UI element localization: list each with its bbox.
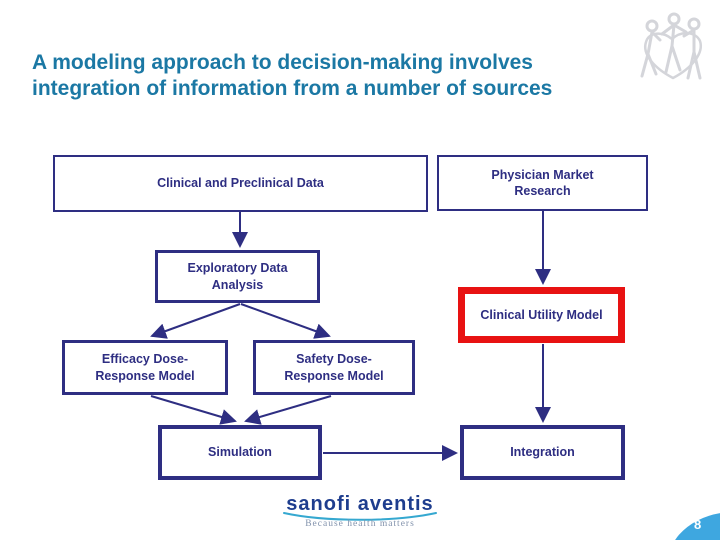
node-simulation: Simulation [158,425,322,480]
node-clinical-preclinical-data: Clinical and Preclinical Data [53,155,428,212]
company-logo: sanofi aventis Because health matters [250,494,470,529]
logo-swoosh-icon [283,512,437,521]
node-integration: Integration [460,425,625,480]
slide-title-line1: A modeling approach to decision-making i… [32,51,533,74]
page-number: 8 [694,517,702,532]
people-heart-emblem-icon [640,12,703,80]
node-safety-dose-response-model: Safety Dose-Response Model [253,340,415,395]
slide-title: A modeling approach to decision-making i… [32,50,672,102]
node-label: Physician Market Research [491,167,594,198]
node-label: Integration [510,445,575,460]
node-label: Clinical Utility Model [480,307,603,322]
node-efficacy-dose-response-model: Efficacy Dose-Response Model [62,340,228,395]
node-label: Simulation [208,445,272,460]
node-exploratory-data-analysis: Exploratory Data Analysis [155,250,320,303]
node-label: Exploratory Data Analysis [187,261,288,292]
node-label: Safety Dose-Response Model [284,352,384,383]
slide-title-line2: integration of information from a number… [32,77,553,100]
node-label: Efficacy Dose-Response Model [95,352,195,383]
company-logo-text: sanofi aventis [286,493,434,515]
company-tagline: Because health matters [305,519,415,529]
node-physician-market-research: Physician Market Research [437,155,648,211]
node-label: Clinical and Preclinical Data [157,176,324,191]
node-clinical-utility-model-highlighted: Clinical Utility Model [458,287,625,343]
